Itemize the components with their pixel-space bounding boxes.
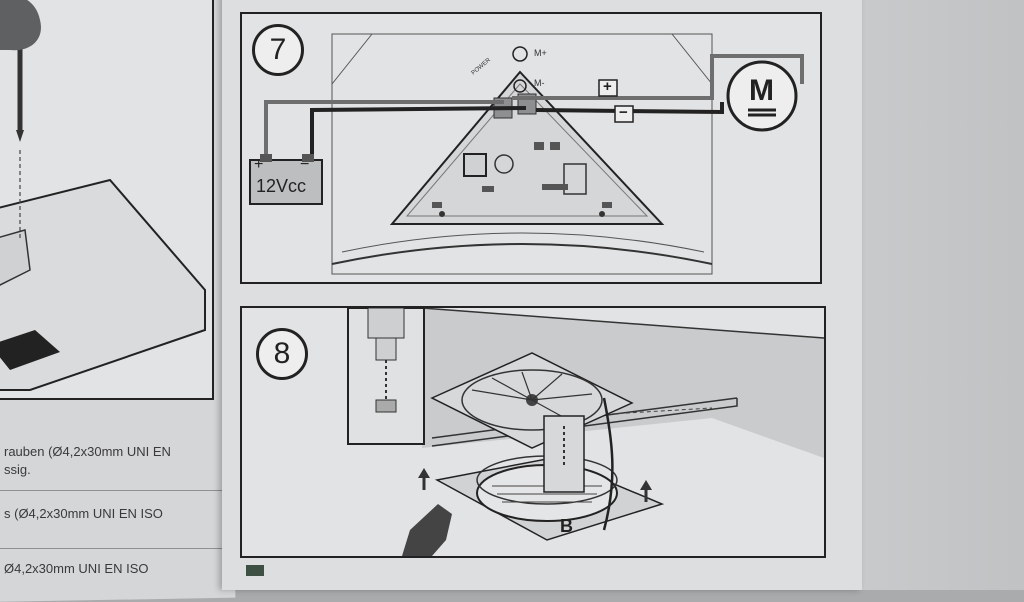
fan-installation-diagram <box>347 308 824 556</box>
screwdriver-illustration <box>0 0 206 391</box>
step-8-number: 8 <box>256 328 308 380</box>
left-text-line-3: s (Ø4,2x30mm UNI EN ISO <box>4 506 163 521</box>
step-7-panel: 7 + − 12Vcc M + − POWER M+ M- <box>240 12 822 284</box>
step-8-panel: 8 B <box>240 306 826 558</box>
left-text-line-2: ssig. <box>4 462 31 477</box>
battery-voltage-label: 12Vcc <box>256 176 307 196</box>
positive-sign: + <box>603 78 612 95</box>
wiring-diagram <box>249 33 804 275</box>
right-manual-page <box>840 0 1024 590</box>
pcb-mplus-label: M+ <box>534 48 547 58</box>
part-b-label: B <box>560 516 573 536</box>
page-edge-marker <box>246 565 264 576</box>
motor-label: M <box>749 74 774 107</box>
left-divider-1 <box>0 490 222 491</box>
left-text-line-4: Ø4,2x30mm UNI EN ISO <box>4 561 149 576</box>
left-divider-2 <box>0 548 222 549</box>
step-7-number: 7 <box>252 24 304 76</box>
left-text-line-1: rauben (Ø4,2x30mm UNI EN <box>4 444 171 459</box>
negative-sign: − <box>619 104 628 121</box>
battery-minus-label: − <box>300 156 310 173</box>
left-illustration-panel <box>0 0 214 400</box>
pcb-mminus-label: M- <box>534 78 545 88</box>
battery-plus-label: + <box>254 156 264 173</box>
